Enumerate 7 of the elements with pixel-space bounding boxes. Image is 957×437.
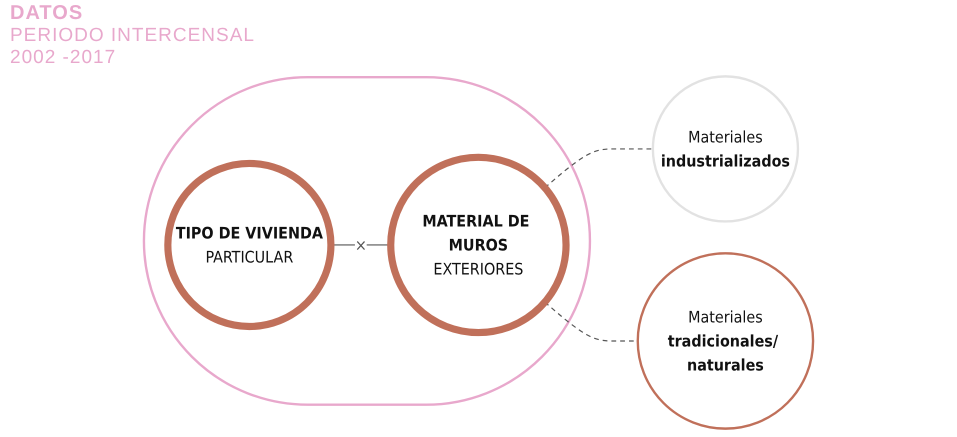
- node-circle: Materiales industrializados: [652, 75, 800, 223]
- node-circle: MATERIAL DE MUROS EXTERIORES: [387, 154, 570, 336]
- edge-label: ×: [354, 235, 367, 255]
- node-circle: Materiales tradicionales/ naturales: [636, 252, 814, 430]
- title: DATOS: [10, 2, 84, 25]
- node-circle: TIPO DE VIVIENDA PARTICULAR: [164, 160, 334, 330]
- subtitle: PERIODO INTERCENSAL 2002 -2017: [10, 25, 256, 69]
